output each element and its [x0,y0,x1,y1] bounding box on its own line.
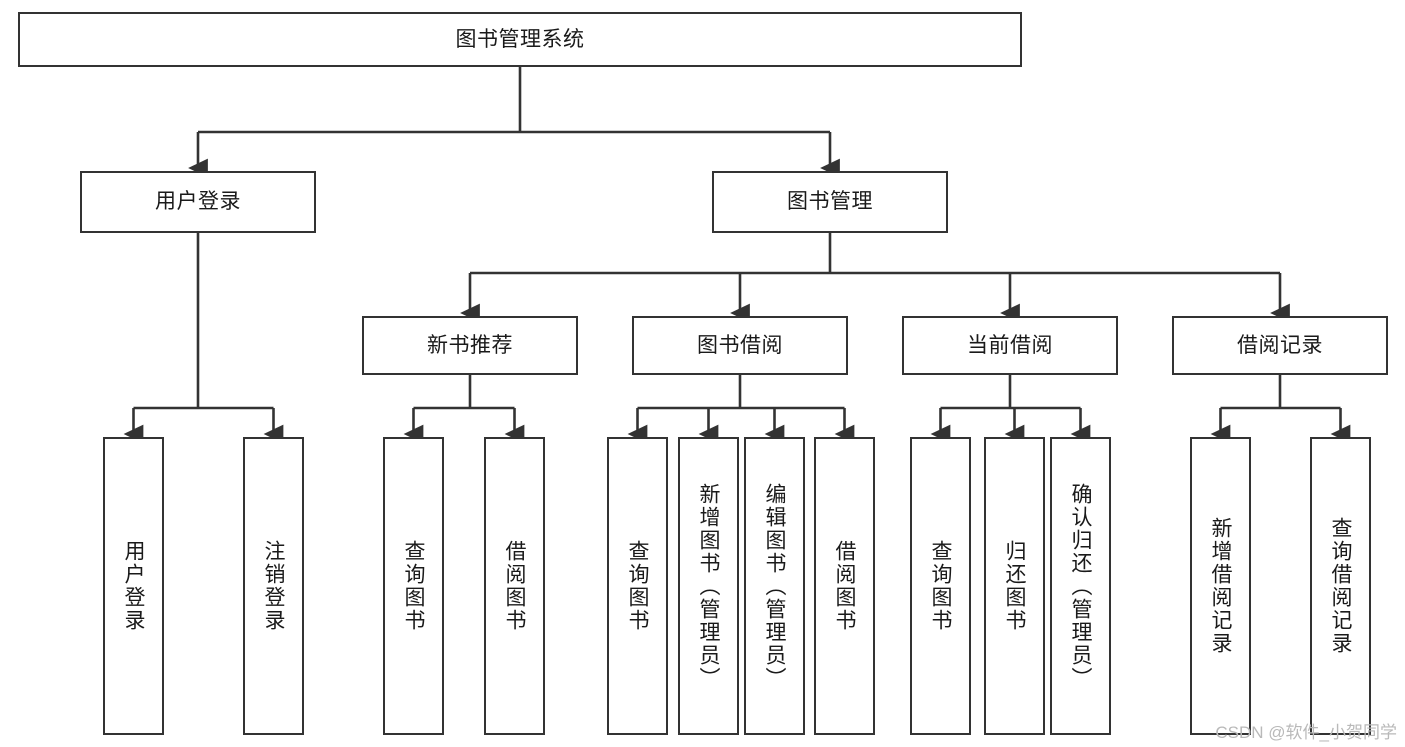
node-leaf_6[interactable]: 编辑图书（管理员） [744,437,805,735]
connector-lines [123,67,1351,444]
node-label: 查询图书 [929,540,952,632]
node-label: 新书推荐 [427,333,513,357]
node-l3_3[interactable]: 借阅记录 [1172,316,1388,375]
node-label: 用户登录 [122,540,145,632]
node-label: 查询图书 [402,540,425,632]
node-l3_1[interactable]: 图书借阅 [632,316,848,375]
node-label: 查询借阅记录 [1329,517,1352,655]
node-leaf_1[interactable]: 注销登录 [243,437,304,735]
node-leaf_4[interactable]: 查询图书 [607,437,668,735]
node-label: 图书管理系统 [455,27,585,51]
node-l3_0[interactable]: 新书推荐 [362,316,578,375]
node-leaf_2[interactable]: 查询图书 [383,437,444,735]
node-leaf_7[interactable]: 借阅图书 [814,437,875,735]
node-leaf_9[interactable]: 归还图书 [984,437,1045,735]
node-l3_2[interactable]: 当前借阅 [902,316,1118,375]
node-leaf_0[interactable]: 用户登录 [103,437,164,735]
node-leaf_5[interactable]: 新增图书（管理员） [678,437,739,735]
node-label: 编辑图书（管理员） [763,482,786,690]
node-label: 确认归还（管理员） [1069,482,1092,690]
node-label: 图书管理 [787,190,873,214]
node-label: 借阅图书 [503,540,526,632]
node-l2_1[interactable]: 图书管理 [712,171,948,233]
node-label: 新增图书（管理员） [697,482,720,690]
node-label: 用户登录 [155,190,241,214]
node-leaf_3[interactable]: 借阅图书 [484,437,545,735]
node-label: 注销登录 [262,540,285,632]
node-leaf_10[interactable]: 确认归还（管理员） [1050,437,1111,735]
node-label: 归还图书 [1003,540,1026,632]
node-label: 借阅记录 [1237,333,1323,357]
node-leaf_8[interactable]: 查询图书 [910,437,971,735]
node-label: 新增借阅记录 [1209,517,1232,655]
node-label: 查询图书 [626,540,649,632]
node-root[interactable]: 图书管理系统 [18,12,1022,67]
node-label: 当前借阅 [967,333,1053,357]
node-leaf_12[interactable]: 查询借阅记录 [1310,437,1371,735]
node-leaf_11[interactable]: 新增借阅记录 [1190,437,1251,735]
node-label: 图书借阅 [697,333,783,357]
node-l2_0[interactable]: 用户登录 [80,171,316,233]
node-label: 借阅图书 [833,540,856,632]
